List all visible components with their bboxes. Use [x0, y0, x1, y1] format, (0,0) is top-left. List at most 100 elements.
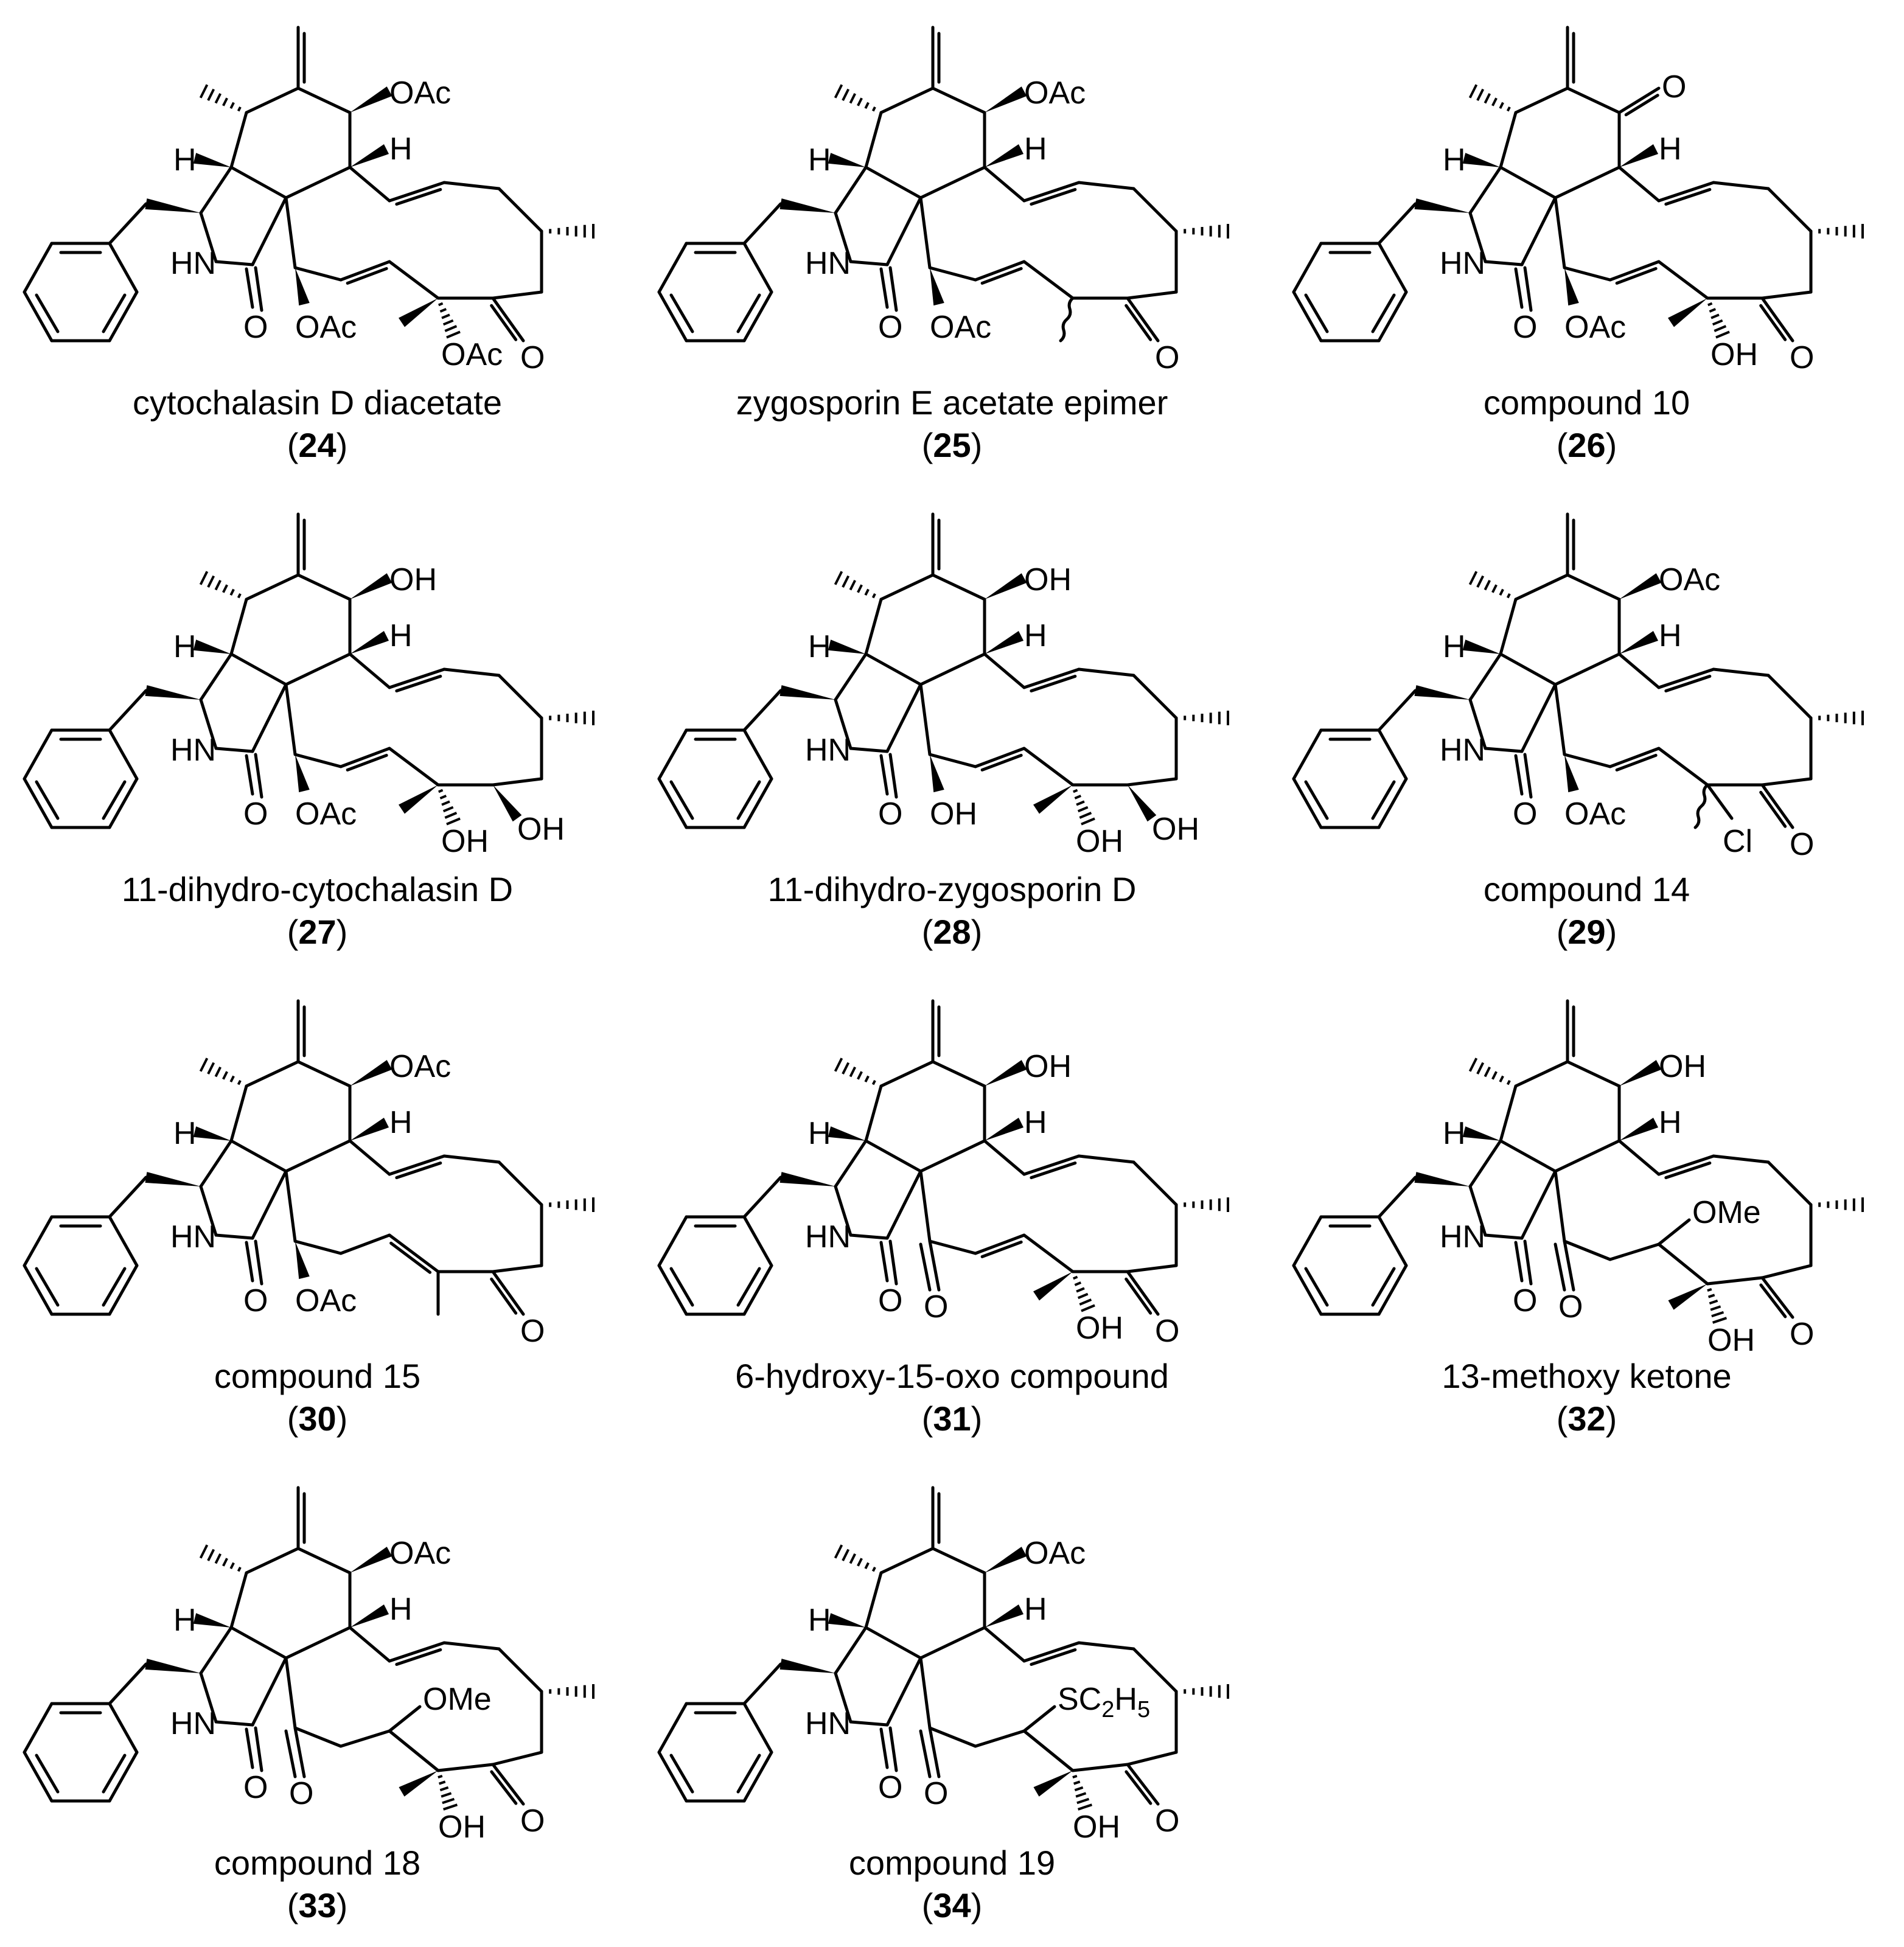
ring-bond — [931, 573, 986, 601]
macro-alkene-bond — [388, 1233, 440, 1273]
macro-alkene-bond — [395, 675, 442, 693]
ring-bond — [931, 86, 986, 114]
compound-number: (32) — [1556, 1399, 1617, 1438]
ring-bond — [1566, 1060, 1621, 1088]
macro-bond — [339, 1729, 391, 1748]
hash-stroke — [1710, 313, 1720, 319]
c18-substituent-label: OH — [1710, 337, 1758, 372]
compound-name: 11-dihydro-cytochalasin D — [121, 870, 514, 908]
phenyl-bond — [1292, 777, 1323, 829]
h4-label: H — [173, 629, 197, 664]
h4-wedge — [193, 1126, 231, 1141]
compound-number: (33) — [287, 1886, 348, 1924]
ring-bond — [1484, 260, 1524, 266]
macro-bond — [1132, 1160, 1178, 1207]
ring-bond — [864, 1139, 922, 1173]
carbonyl-bond — [245, 267, 254, 309]
hash-stroke — [446, 330, 461, 339]
phenyl-bond — [742, 1702, 773, 1754]
macro-bond — [928, 753, 977, 768]
hash-stroke — [834, 84, 843, 99]
macro-bond — [1766, 674, 1813, 720]
lactam-oxygen-label: O — [1513, 796, 1537, 832]
h4-wedge — [1462, 639, 1501, 654]
macro-bond — [497, 187, 543, 233]
macro-bond — [1712, 667, 1770, 677]
c17-oxygen-label: O — [520, 1314, 545, 1349]
h8-label: H — [1659, 618, 1682, 653]
macro-bond — [1766, 1160, 1813, 1207]
h8-label: H — [389, 1592, 413, 1627]
h8-label: H — [1024, 1592, 1047, 1627]
macro-bond — [491, 777, 543, 787]
phenyl-bond — [1292, 728, 1323, 781]
h8-label: H — [1024, 1105, 1047, 1140]
hash-stroke — [1076, 800, 1085, 806]
macro-bond — [1077, 181, 1135, 190]
benzyl-ch2-bond — [1377, 202, 1417, 245]
hash-stroke — [842, 575, 850, 588]
c17-ketone-bond — [1760, 296, 1794, 343]
c7-wedge — [985, 1547, 1027, 1573]
macro-alkene-bond — [974, 1233, 1026, 1255]
macro-bond — [1760, 777, 1813, 787]
phenyl-inner-bond — [35, 1267, 60, 1307]
phenyl-inner-bond — [736, 780, 761, 820]
hash-stroke — [1476, 575, 1485, 588]
macro-alkene-bond — [1030, 1162, 1077, 1180]
h8-label: H — [389, 1105, 413, 1140]
macro-alkene-bond — [395, 1162, 442, 1180]
macro-alkene-bond — [346, 753, 388, 771]
macro-bond — [388, 260, 440, 300]
nh-label: HN — [805, 246, 851, 281]
h4-label: H — [173, 1116, 197, 1151]
macro-alkene-bond — [339, 260, 391, 282]
ring-bond — [864, 165, 922, 200]
macro-bond — [1617, 1139, 1661, 1176]
h4-label: H — [173, 1603, 197, 1638]
ring-bond — [834, 698, 853, 750]
hash-stroke — [439, 1786, 449, 1792]
c7-oxygen-label: O — [1662, 69, 1686, 105]
phenyl-bond — [1292, 1264, 1323, 1316]
compound-name: cytochalasin D diacetate — [132, 383, 502, 422]
c17-ketone-bond — [1126, 1270, 1160, 1316]
hash-stroke — [1073, 1275, 1078, 1280]
phenyl-inner-bond — [669, 1754, 694, 1794]
carbonyl-bond — [254, 753, 263, 799]
hash-stroke — [441, 800, 450, 806]
benzyl-ch2-bond — [742, 689, 783, 732]
c18-hash — [1707, 302, 1730, 339]
hash-stroke — [834, 1057, 843, 1072]
phenyl-inner-bond — [35, 780, 60, 820]
compound-number-value: 28 — [933, 913, 971, 951]
nh-label: HN — [805, 733, 851, 768]
macro-bond — [919, 1169, 932, 1243]
c17-oxygen-label: O — [1155, 340, 1179, 375]
phenyl-bond — [742, 1215, 773, 1267]
phenyl-bond — [108, 728, 139, 781]
ring-bond — [834, 211, 853, 263]
hash-stroke — [237, 1566, 242, 1572]
hash-stroke — [849, 93, 856, 104]
hash-stroke — [1074, 1786, 1084, 1792]
ring-bond — [864, 597, 883, 656]
phenyl-bond — [1377, 777, 1408, 829]
c18-methyl-wedge — [399, 1771, 438, 1797]
c17-ketone-bond — [1759, 790, 1787, 828]
hash-stroke — [438, 789, 444, 793]
c21-oxygen-label: O — [289, 1776, 313, 1811]
lactam-oxygen-label: O — [243, 796, 268, 832]
hash-stroke — [222, 97, 228, 106]
hash-stroke — [442, 806, 454, 813]
hash-stroke — [1506, 593, 1511, 599]
hash-stroke — [1710, 1305, 1721, 1311]
macro-bond — [1617, 165, 1661, 203]
